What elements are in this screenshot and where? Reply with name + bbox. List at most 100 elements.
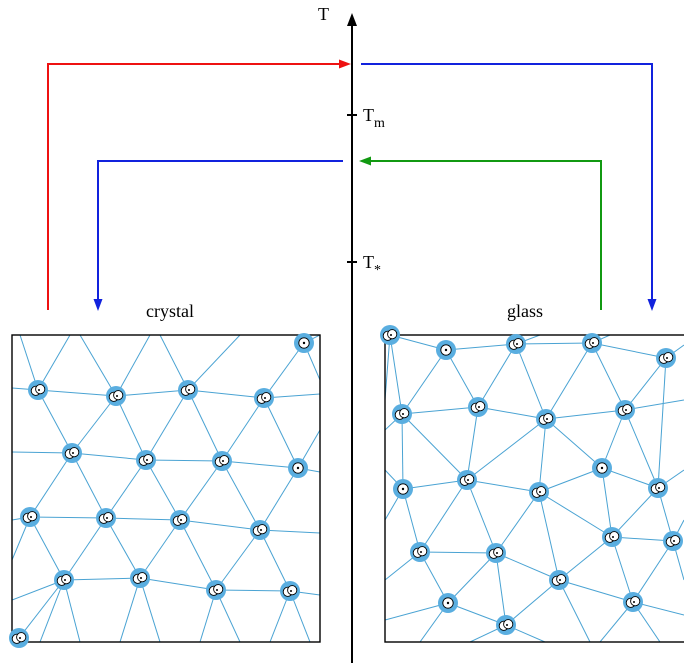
mesh-edge — [515, 343, 547, 420]
mesh-edge — [495, 491, 540, 554]
particle — [280, 581, 300, 601]
mesh-edge — [145, 459, 223, 462]
mesh-edge — [401, 349, 447, 415]
temperature-axis-label: T — [318, 4, 329, 24]
mesh-edge — [445, 349, 479, 408]
mesh-edge — [179, 460, 223, 521]
particle — [506, 334, 526, 354]
glass-mesh — [385, 335, 684, 642]
mesh-edge — [401, 406, 479, 415]
mesh-edge — [37, 389, 117, 397]
particle — [106, 386, 126, 406]
mesh-edge — [466, 479, 540, 493]
mesh-edge — [29, 516, 107, 519]
particle — [178, 380, 198, 400]
particle — [549, 570, 569, 590]
mesh-edge — [159, 335, 189, 391]
particle — [468, 397, 488, 417]
mesh-edge — [477, 343, 517, 408]
particle — [457, 470, 477, 490]
mesh-edge — [385, 602, 449, 621]
particle — [250, 520, 270, 540]
glass-cooling-arrow — [361, 63, 657, 311]
mesh-edge — [105, 517, 181, 521]
particle — [294, 333, 314, 353]
mesh-edge — [12, 451, 73, 454]
mesh-edge — [263, 342, 305, 399]
mesh-edge — [71, 395, 117, 454]
particle — [438, 593, 458, 613]
mesh-edge — [558, 579, 591, 642]
particle — [54, 570, 74, 590]
particle — [206, 580, 226, 600]
mesh-edge — [601, 409, 626, 469]
mesh-edge — [624, 357, 667, 411]
mesh-edge — [215, 529, 261, 591]
mesh-edge — [215, 589, 291, 592]
mesh-edge — [63, 579, 81, 642]
particle — [496, 615, 516, 635]
mesh-edge — [505, 579, 560, 626]
mesh-edge — [402, 479, 468, 490]
mesh-edge — [63, 577, 141, 581]
mesh-edge — [187, 389, 223, 462]
particle — [529, 482, 549, 502]
mesh-edge — [558, 536, 613, 581]
mesh-edge — [419, 551, 497, 554]
mesh-edge — [466, 479, 497, 554]
mesh-edge — [591, 342, 626, 411]
particle — [486, 543, 506, 563]
particle — [582, 333, 602, 353]
mesh-edge — [263, 397, 299, 469]
mesh-edge — [115, 389, 189, 397]
crystal-cooling-arrow — [93, 160, 343, 311]
crystal-panel — [9, 333, 321, 648]
mesh-edge — [37, 335, 71, 391]
mesh-edge — [221, 397, 265, 462]
mesh-edge — [538, 491, 613, 538]
particle — [170, 510, 190, 530]
crystal-particles — [9, 333, 314, 648]
mesh-edge — [545, 342, 593, 420]
mesh-edge — [538, 418, 547, 493]
crystal-mesh — [12, 335, 320, 642]
mesh-edge — [259, 529, 291, 592]
mesh-edge — [611, 536, 634, 603]
mesh-edge — [139, 577, 217, 591]
glass-heating-arrow — [359, 156, 602, 310]
particle — [62, 443, 82, 463]
mesh-edge — [515, 342, 593, 345]
mesh-edge — [259, 529, 320, 534]
mesh-edge — [657, 357, 667, 489]
mesh-edge — [139, 577, 161, 642]
mesh-edge — [495, 552, 560, 581]
mesh-edge — [119, 577, 141, 642]
mesh-edge — [115, 395, 147, 461]
particle — [592, 458, 612, 478]
mesh-edge — [591, 342, 667, 359]
crystal-label: crystal — [146, 301, 194, 321]
mesh-edge — [632, 540, 674, 603]
mesh-edge — [179, 519, 261, 531]
mesh-edge — [29, 452, 73, 518]
mesh-edge — [385, 335, 391, 401]
particle — [136, 450, 156, 470]
particle — [96, 508, 116, 528]
particle — [410, 542, 430, 562]
mesh-edge — [558, 579, 634, 603]
mesh-edge — [39, 579, 65, 642]
tick-label-star: T* — [363, 252, 381, 278]
particle — [20, 507, 40, 527]
mesh-edge — [71, 452, 147, 461]
mesh-edge — [624, 409, 659, 489]
particle — [28, 380, 48, 400]
mesh-edge — [187, 335, 241, 391]
particle — [602, 527, 622, 547]
mesh-edge — [466, 406, 479, 481]
particle — [393, 479, 413, 499]
mesh-edge — [545, 418, 603, 469]
particle — [212, 451, 232, 471]
mesh-edge — [145, 459, 181, 521]
glass-label: glass — [507, 301, 543, 321]
